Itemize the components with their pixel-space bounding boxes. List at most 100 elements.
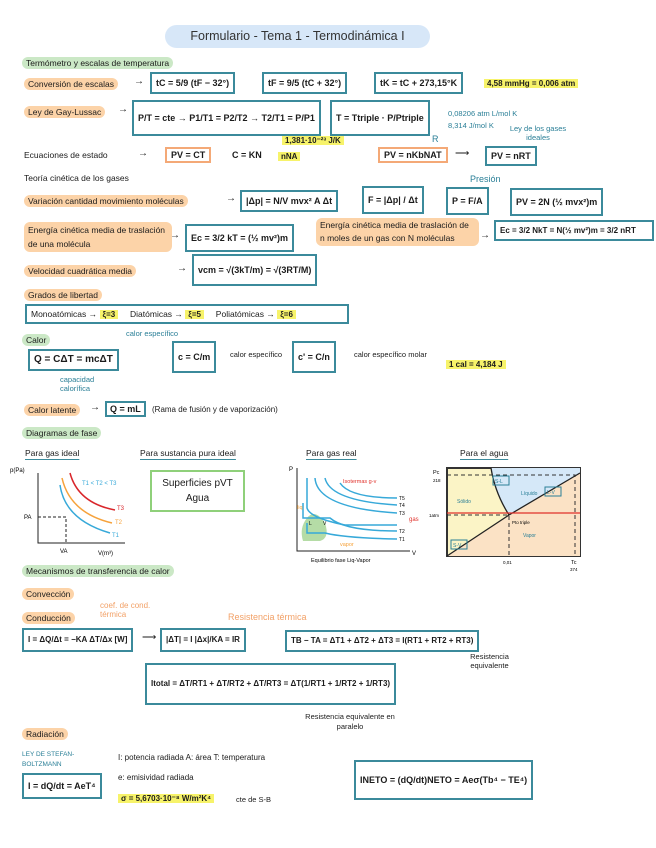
liquid-region (491, 468, 580, 515)
agua-diagram: Pc 218 1atm Sólido Líquido Vapor Pto tri… (429, 467, 581, 572)
arrow-icon: → (90, 402, 100, 413)
formula-c: c = C/m (172, 341, 217, 373)
arrow-icon: → (138, 148, 148, 159)
pressure-note: 4,58 mmHg = 0,006 atm (484, 79, 579, 88)
formula-triple: T = Ttriple · P/Ptriple (330, 100, 430, 136)
liq-label: liq (297, 505, 303, 511)
label-estado: Ecuaciones de estado (24, 150, 108, 160)
equilibrium-region (301, 514, 327, 541)
lv-label: L-V (547, 490, 555, 496)
sv-box (450, 539, 468, 550)
formula-pressure: P = F/A (446, 187, 489, 215)
calor-especifico-note: calor específico (126, 329, 179, 338)
axes (37, 473, 125, 544)
arrow-icon: → (177, 263, 187, 274)
formula-tf: tF = 9/5 (tC + 32°) (262, 72, 348, 94)
t1-label: T1 (399, 537, 405, 543)
atm-label: 1atm (429, 513, 439, 518)
sl-label: S-L (495, 479, 503, 485)
page-title: Formulario - Tema 1 - Termodinámica I (165, 25, 430, 48)
label-t1: T1 (112, 533, 120, 539)
label-va: VA (60, 549, 68, 555)
formula-gay-lussac: P/T = cte → P1/T1 = P2/T2 → T2/T1 = P/P1 (132, 100, 321, 136)
dashed-guides (447, 474, 576, 556)
equilibrio-label: Equilibrio fase Liq-Vapor (311, 558, 371, 564)
formula-tk: tK = tC + 273,15°K (374, 72, 464, 94)
gas-real-diagram: Isotermas g-v gas liq vapor L V T5 T4 T3… (289, 467, 419, 564)
label-gay-lussac: Ley de Gay-Lussac (24, 106, 106, 118)
v-label: V (323, 521, 327, 527)
isotherms (302, 477, 398, 540)
arrow-icon: ⟶ (142, 632, 157, 643)
isotermas-label: Isotermas g-v (343, 479, 377, 485)
poli-label: Poliatómicas → (215, 309, 275, 319)
arrow-icon: → (134, 76, 144, 87)
c-molar-label: calor específico molar (354, 350, 427, 359)
label-vcm: Velocidad cuadrática media (24, 265, 136, 277)
heading-termometro: Termómetro y escalas de temperatura (22, 57, 174, 69)
libertad-box: Monoatómicas → ξ=3 Diatómicas → ξ=5 Poli… (25, 304, 349, 324)
r-value-1: 0,08206 atm L/mol K (448, 109, 518, 118)
r-value-2: 8,314 J/mol K (448, 121, 494, 130)
heading-diagramas: Diagramas de fase (22, 427, 102, 439)
legend: T1 < T2 < T3 (82, 481, 117, 487)
formula-pv-ct: PV = CT (165, 147, 212, 163)
label-momentum: Variación cantidad movimiento moléculas (24, 195, 188, 207)
arrow-icon: → (226, 193, 236, 204)
c-label: calor específico (230, 350, 283, 359)
liquido-label: Líquido (521, 491, 538, 497)
boltzmann-constant: 1,381·10⁻²³ J/K (282, 136, 344, 145)
formula-pv-2n: PV = 2N (½ mvx²)m (510, 188, 604, 216)
isotherm-t2 (61, 477, 113, 524)
x-axis-label: V (412, 551, 416, 557)
vapor-label: Vapor (523, 533, 536, 539)
n-na: nNA (278, 152, 301, 161)
l-label: L (309, 521, 312, 527)
formula-force: F = |Δp| / Δt (362, 186, 424, 214)
vapor-label: vapor (340, 542, 354, 548)
label-radiacion: Radiación (22, 728, 68, 740)
arrow-icon: → (480, 230, 490, 241)
label-t3: T3 (117, 506, 125, 512)
pc-value: 218 (433, 478, 441, 483)
mono-value: ξ=3 (99, 310, 119, 319)
serie-note: Resistencia equivalente (470, 652, 509, 670)
lv-box (544, 486, 562, 497)
arrow-icon: → (118, 104, 128, 115)
formula-delta-t: |ΔT| = I |Δx|/KA = IR (160, 628, 246, 652)
sv-label: S-V (453, 543, 462, 549)
radiacion-desc-1: I: potencia radiada A: área T: temperatu… (118, 753, 266, 762)
mono-label: Monoatómicas → (31, 309, 98, 319)
di-value: ξ=5 (185, 310, 204, 319)
formula-ec-molecula: Ec = 3/2 kT = (½ mv²)m (185, 224, 295, 252)
heading-transferencia: Mecanismos de transferencia de calor (22, 565, 174, 577)
paralelo-note: Resistencia equivalente en paralelo (305, 712, 395, 731)
label-t2: T2 (115, 520, 123, 526)
pc-label: Pc (433, 470, 440, 476)
t5-label: T5 (399, 496, 405, 502)
arrow-icon: → (170, 230, 180, 241)
x-axis-label: V(m³) (98, 551, 113, 557)
formula-tc: tC = 5/9 (tF − 32°) (150, 72, 236, 94)
formula-c-molar: c' = C/n (292, 341, 336, 373)
dashed-guide (38, 516, 67, 543)
pressure-note: Presión (470, 174, 501, 184)
label-conversion: Conversión de escalas (24, 78, 118, 90)
punto-triple-label: Pto triple (512, 520, 530, 525)
formula-ec-moles: Ec = 3/2 NkT = N(½ mv²)m = 3/2 nRT (494, 220, 654, 241)
formula-latente: Q = mL (105, 401, 146, 417)
formula-neto: INETO = (dQ/dt)NETO = Aeσ(Tb⁴ − TE⁴) (354, 760, 534, 800)
axes (296, 468, 410, 552)
poli-value: ξ=6 (277, 310, 296, 319)
formula-pv-nkbnat: PV = nKbNAT (378, 147, 448, 163)
title-gas-ideal: Para gas ideal (25, 448, 80, 458)
sigma-value: σ = 5,6703·10⁻⁸ W/m²K⁴ (118, 794, 215, 803)
formula-c-kn: C = KN (232, 150, 262, 160)
sigma-note: cte de S-B (236, 795, 272, 804)
title-sustancia: Para sustancia pura ideal (140, 448, 236, 458)
cal-note: 1 cal = 4,184 J (446, 360, 506, 369)
x-001-label: 0,01 (503, 560, 512, 565)
label-conveccion: Convección (22, 588, 75, 600)
t3-label: T3 (399, 511, 405, 517)
vapor-region (447, 473, 580, 556)
